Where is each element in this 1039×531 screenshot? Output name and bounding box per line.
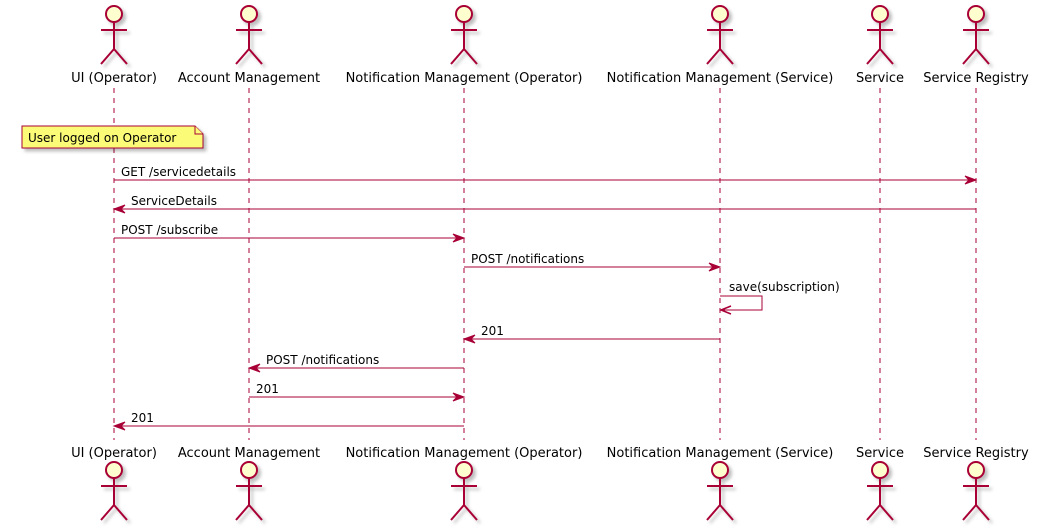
- note: User logged on Operator: [21, 125, 204, 149]
- actor-nmo-bottom-icon: [450, 461, 478, 521]
- actor-ui-top-icon: [100, 5, 128, 65]
- participant-name-top: Account Management: [178, 71, 320, 86]
- arrowhead-icon: [452, 392, 466, 402]
- actor-ui-bottom-icon: [100, 461, 128, 521]
- message-9: 201: [112, 411, 464, 431]
- arrowhead-icon: [462, 334, 476, 344]
- participant-name-bottom: Notification Management (Service): [607, 446, 834, 461]
- arrowhead-icon: [718, 305, 732, 315]
- message-label: 201: [256, 382, 279, 396]
- participant-name-bottom: Service Registry: [923, 446, 1029, 461]
- actor-svc-bottom-icon: [866, 461, 894, 521]
- message-5: save(subscription): [718, 280, 840, 315]
- participant-name-top: Notification Management (Service): [607, 71, 834, 86]
- actor-acc-top-icon: [235, 5, 263, 65]
- participant-name-bottom: UI (Operator): [71, 446, 157, 461]
- message-3: POST /subscribe: [114, 223, 466, 243]
- actor-svc-top-icon: [866, 5, 894, 65]
- message-label: save(subscription): [729, 280, 840, 294]
- actor-nms-bottom-icon: [706, 461, 734, 521]
- actor-nmo-top-icon: [450, 5, 478, 65]
- participant-name-top: UI (Operator): [71, 71, 157, 86]
- message-label: POST /notifications: [471, 252, 584, 266]
- message-label: POST /subscribe: [121, 223, 218, 237]
- arrowhead-icon: [708, 262, 722, 272]
- message-arrow-line: [720, 295, 763, 311]
- arrowhead-icon: [112, 204, 126, 214]
- message-4: POST /notifications: [464, 252, 722, 272]
- actor-nms-top-icon: [706, 5, 734, 65]
- message-label: 201: [481, 324, 504, 338]
- participant-name-bottom: Account Management: [178, 446, 320, 461]
- participant-name-bottom: Notification Management (Operator): [346, 446, 583, 461]
- message-label: 201: [131, 411, 154, 425]
- message-label: GET /servicedetails: [121, 165, 236, 179]
- message-8: 201: [249, 382, 466, 402]
- message-label: POST /notifications: [266, 353, 379, 367]
- note-text: User logged on Operator: [28, 131, 176, 145]
- message-7: POST /notifications: [247, 353, 464, 373]
- actor-reg-bottom-icon: [962, 461, 990, 521]
- participant-name-top: Service: [856, 71, 904, 86]
- arrowhead-icon: [452, 233, 466, 243]
- message-6: 201: [462, 324, 720, 344]
- participant-name-top: Service Registry: [923, 71, 1029, 86]
- arrowhead-icon: [112, 421, 126, 431]
- participant-name-bottom: Service: [856, 446, 904, 461]
- message-label: ServiceDetails: [131, 194, 217, 208]
- participant-name-top: Notification Management (Operator): [346, 71, 583, 86]
- message-2: ServiceDetails: [112, 194, 976, 214]
- actor-acc-bottom-icon: [235, 461, 263, 521]
- message-1: GET /servicedetails: [114, 165, 978, 185]
- arrowhead-icon: [964, 175, 978, 185]
- actor-reg-top-icon: [962, 5, 990, 65]
- arrowhead-icon: [247, 363, 261, 373]
